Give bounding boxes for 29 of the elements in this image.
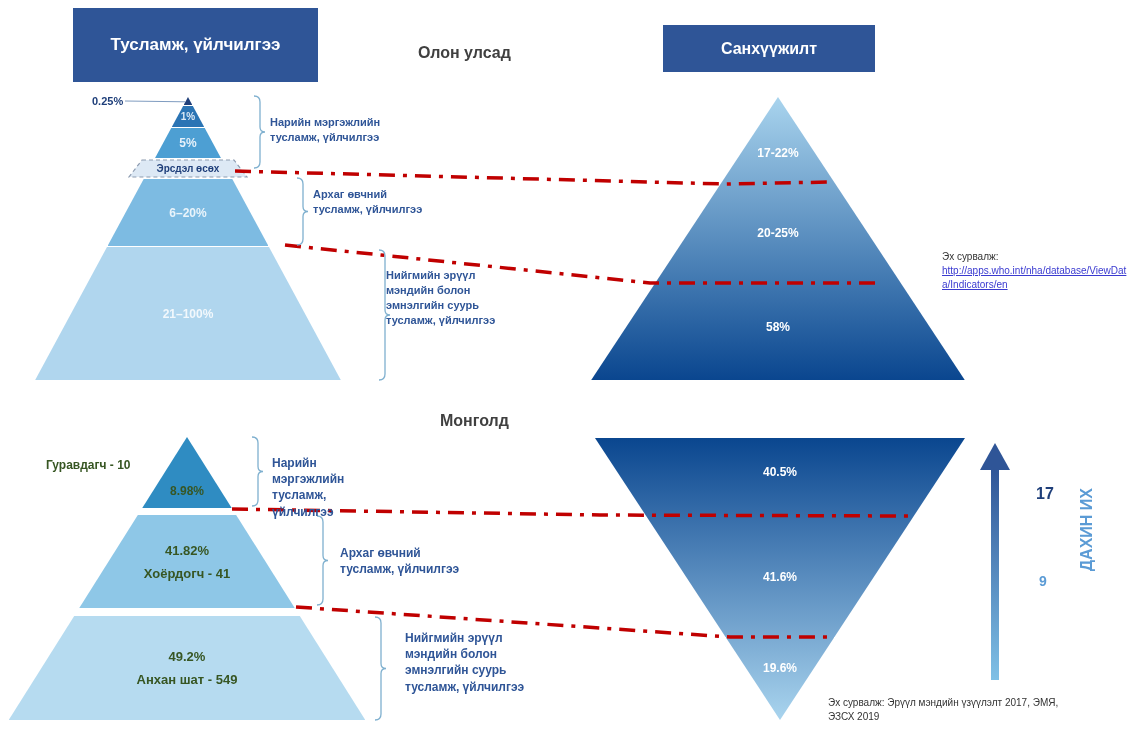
brace-label: Нарийн мэргэжлийн тусламж, үйлчилгээ xyxy=(270,115,382,145)
percent-label: 0.25% xyxy=(92,95,124,107)
brace-label: Нийгмийн эрүүл мэндийн болон эмнэлгийн суурь тусламж, үйлчилгээ xyxy=(386,268,497,328)
pyramid-tier: 21–100% xyxy=(35,247,341,380)
tier-caption: Гуравдагч - 10 xyxy=(46,458,131,472)
pyramid-tip xyxy=(183,97,193,105)
pyramid-tier: 41.6% xyxy=(646,517,914,637)
pyramid-tier: 8.98% xyxy=(142,437,232,508)
source-note: Эх сурвалж: Эрүүл мэндийн үзүүлэлт 2017, ЭМЯ, ЭЗСХ 2019 xyxy=(828,696,1060,723)
pyramid-tier: 1% xyxy=(171,106,205,127)
rotated-label: ДАХИН ИХ xyxy=(1077,488,1096,572)
pyramid-tier: 6–20% xyxy=(107,179,269,246)
pyramid-tier: 20-25% xyxy=(655,183,901,283)
multiplier-value: 17 xyxy=(1036,484,1054,504)
brace-label: Нийгмийн эрүүл мэндийн болон эмнэлгийн суурь тусламж, үйлчилгээ xyxy=(405,630,526,695)
pyramid-tier: 17-22% xyxy=(721,97,835,183)
pyramid-tier: 49.2% Анхан шат - 549 xyxy=(8,616,366,720)
brace-label: Архаг өвчний тусламж, үйлчилгээ xyxy=(313,187,424,217)
section-heading: Олон улсад xyxy=(418,43,511,63)
header-box: Санхүүжилт xyxy=(663,25,875,72)
pyramid-tier: 40.5% xyxy=(595,438,965,517)
source-heading: Эх сурвалж: xyxy=(942,250,999,264)
section-heading: Монголд xyxy=(440,411,509,431)
multiplier-value: 9 xyxy=(1039,572,1047,591)
header-box: Тусламж, үйлчилгээ xyxy=(73,8,318,82)
brace-label: Архаг өвчний тусламж, үйлчилгээ xyxy=(340,545,461,578)
risk-band: Эрсдэл өсөх xyxy=(128,159,248,178)
pyramid-tier: 5% xyxy=(155,128,221,158)
leader-line xyxy=(124,100,186,103)
